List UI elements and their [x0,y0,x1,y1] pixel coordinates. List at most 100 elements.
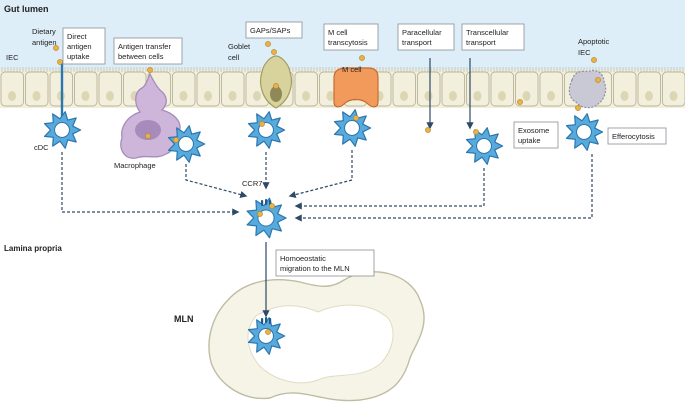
epithelial-nucleus [204,91,212,101]
cdc-direct-uptake [43,111,82,149]
label-box-frame [275,249,375,277]
box-gaps-saps: GAPs/SAPs [245,21,303,39]
m-cell-label: M cell [342,65,362,74]
epithelial-cell [490,71,514,107]
epithelial-nucleus [81,91,90,101]
antigen-dot [271,49,277,55]
label-box-text: migration to the MLN [280,264,350,273]
transcellular-dc-arrow [294,168,485,210]
antigen-dot [595,77,601,83]
label-box-frame [513,121,559,149]
antigen-dot [359,55,365,61]
cdc-in-mln [247,317,286,355]
antigen-dot [353,115,359,121]
arrows-layer [61,58,593,318]
lymph-node-inner [247,304,394,384]
ccr7-receptor [261,200,264,206]
gut-lumen-label: Gut lumen [4,4,49,14]
epithelial-cell [441,71,465,107]
label-box-text: Direct [67,32,88,41]
cdc-migrating-ccr7 [246,197,287,239]
label-box-text: Antigen transfer [118,42,171,51]
epithelial-cell [466,71,490,107]
epithelial-cell [294,71,318,107]
ccr7-receptor [261,318,264,324]
epithelial-nucleus [669,91,678,101]
cdc-efferocytosis [565,113,604,151]
label-box-frame [607,127,667,145]
ccr7-receptor [269,318,272,324]
label-box-text: antigen [67,42,92,51]
cdc-gaps-saps [247,111,286,149]
ccr7-label: CCR7 [242,179,262,188]
cdc-to-migration-arrow [61,152,240,216]
m-cell-dc-arrow [288,150,353,199]
antigen-dot [425,127,431,133]
cdc-macrophage-transfer [167,125,206,163]
dc-nucleus [476,138,492,154]
macrophage-nucleus [135,120,161,140]
macrophage-cell [120,72,181,159]
epithelial-nucleus [547,91,555,101]
epithelial-cell [417,71,441,107]
label-box-text: GAPs/SAPs [250,26,291,35]
macrophage-dc-arrow [185,164,248,198]
m-cell [333,67,379,108]
cdc-transcellular [465,127,504,165]
epithelial-cell [0,71,24,107]
antigen-dot [265,329,271,335]
epithelial-nucleus [106,91,114,101]
epithelial-nucleus [253,91,261,101]
goblet-nucleus [270,86,282,102]
label-box-text: between cells [118,52,164,61]
epithelial-nucleus [400,91,408,101]
cdc-label: cDC [34,143,49,152]
dendritic-cells [43,109,604,355]
label-box-text: Efferocytosis [612,132,655,141]
epithelial-cell [196,71,220,107]
epithelial-nucleus [620,91,629,101]
epithelial-nucleus [32,91,41,101]
dc-nucleus [344,120,360,136]
epithelial-nucleus [302,91,310,101]
antigen-dot [591,57,597,63]
goblet-label-1: Goblet [228,42,251,51]
antigen-dot [173,137,179,143]
antigen-dot [473,129,479,135]
label-box-frame [323,23,379,51]
antigen-dot [145,133,151,139]
epithelial-cell [25,71,49,107]
label-box-frame [245,21,303,39]
epithelial-nucleus [326,91,335,101]
epithelial-nucleus [473,91,482,101]
dietary-antigen-label-2: antigen [32,38,57,47]
antigen-dot [575,105,581,111]
label-box-text: Exosome [518,126,549,135]
cdc-m-cell [333,109,372,147]
mln-label: MLN [174,314,194,324]
label-box-text: Homoeostatic [280,254,326,263]
efferocytosis-dc-arrow [294,154,593,222]
label-box-text: uptake [67,52,90,61]
epithelial-nucleus [424,91,433,101]
ccr7-receptor [265,199,268,205]
epithelial-nucleus [522,91,531,101]
epithelial-cell [613,71,637,107]
label-box-frame [62,27,106,65]
epithelial-nucleus [498,91,506,101]
antigen-dot [269,203,275,209]
goblet-label-2: cell [228,53,240,62]
label-box-text: M cell [328,28,348,37]
iec-label: IEC [6,53,19,62]
epithelial-nucleus [228,91,237,101]
label-box-text: Transcellular [466,28,509,37]
label-box-text: transport [402,38,433,47]
dc-nucleus [178,136,194,152]
box-efferocytosis: Efferocytosis [607,127,667,145]
